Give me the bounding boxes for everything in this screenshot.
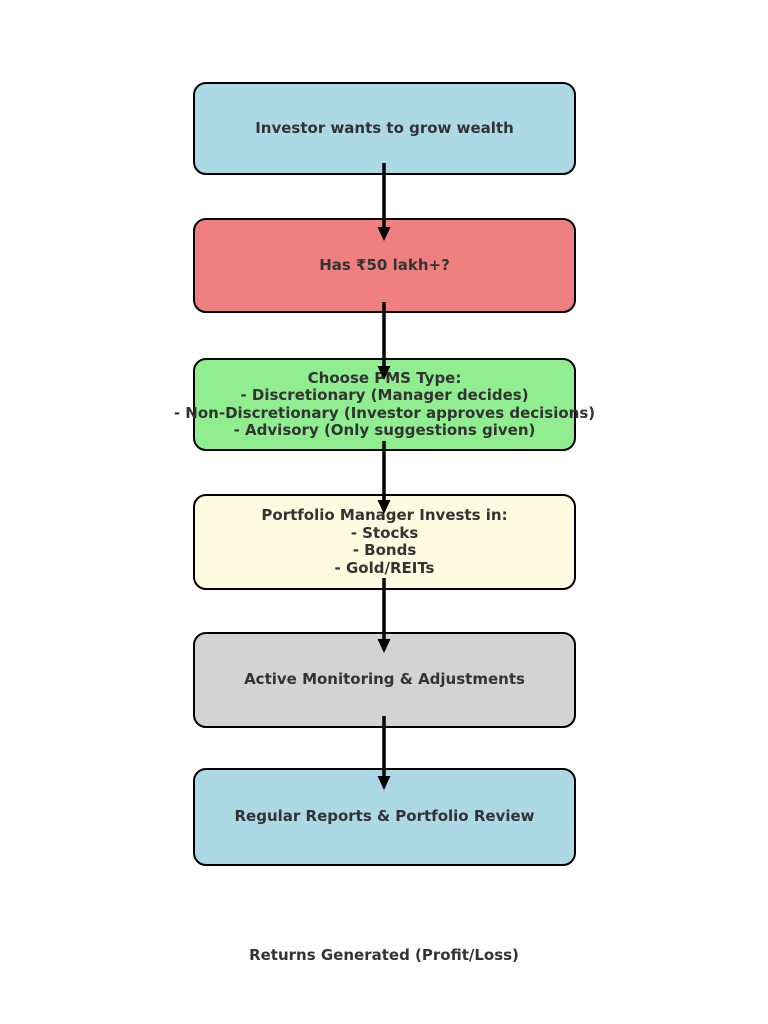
node-label: Choose PMS Type: xyxy=(307,368,462,387)
node-label: Portfolio Manager Invests in: xyxy=(261,506,508,524)
node-label: Has ₹50 lakh+? xyxy=(319,255,450,274)
flow-node-investor-goal: Investor wants to grow wealth xyxy=(193,82,576,175)
caption-returns: Returns Generated (Profit/Loss) xyxy=(249,946,519,964)
flow-node-reports: Regular Reports & Portfolio Review xyxy=(193,768,576,866)
node-label: - Non-Discretionary (Investor approves d… xyxy=(173,403,596,422)
node-label: - Bonds xyxy=(352,541,417,559)
node-label: - Advisory (Only suggestions given) xyxy=(233,421,536,439)
flow-node-eligibility-check: Has ₹50 lakh+? xyxy=(193,218,576,313)
flow-node-monitoring: Active Monitoring & Adjustments xyxy=(193,632,576,728)
node-label: - Discretionary (Manager decides) xyxy=(240,386,529,404)
node-label: Investor wants to grow wealth xyxy=(255,118,514,137)
flow-node-pms-type: Choose PMS Type: - Discretionary (Manage… xyxy=(174,358,595,451)
node-label: - Stocks xyxy=(350,523,419,542)
node-label: Active Monitoring & Adjustments xyxy=(244,670,525,689)
node-label: - Gold/REITs xyxy=(334,558,435,577)
flow-node-investments: Portfolio Manager Invests in: - Stocks -… xyxy=(193,494,576,590)
node-label: Regular Reports & Portfolio Review xyxy=(234,807,535,826)
